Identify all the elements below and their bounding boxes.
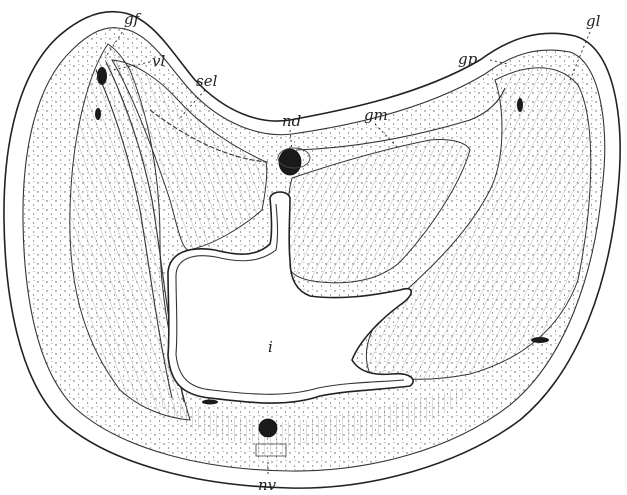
label-gf: gf <box>124 10 142 28</box>
pigment-spot <box>531 337 549 343</box>
label-nv: nv <box>258 476 277 494</box>
pigment-spot <box>95 108 101 120</box>
ventral-nerve-tract <box>256 444 286 456</box>
label-sel: sel <box>196 72 218 90</box>
pigment-spot <box>202 400 218 405</box>
dorsal-nerve-cord <box>279 149 301 175</box>
label-i: i <box>268 338 273 356</box>
label-nd: nd <box>282 112 301 130</box>
pigment-spot <box>97 67 107 85</box>
label-gm: gm <box>364 106 388 124</box>
label-gl: gl <box>586 12 601 30</box>
ventral-nerve <box>259 419 277 437</box>
pigment-spot <box>517 98 523 112</box>
label-vl: vl <box>152 52 165 70</box>
label-gp: gp <box>458 50 478 68</box>
